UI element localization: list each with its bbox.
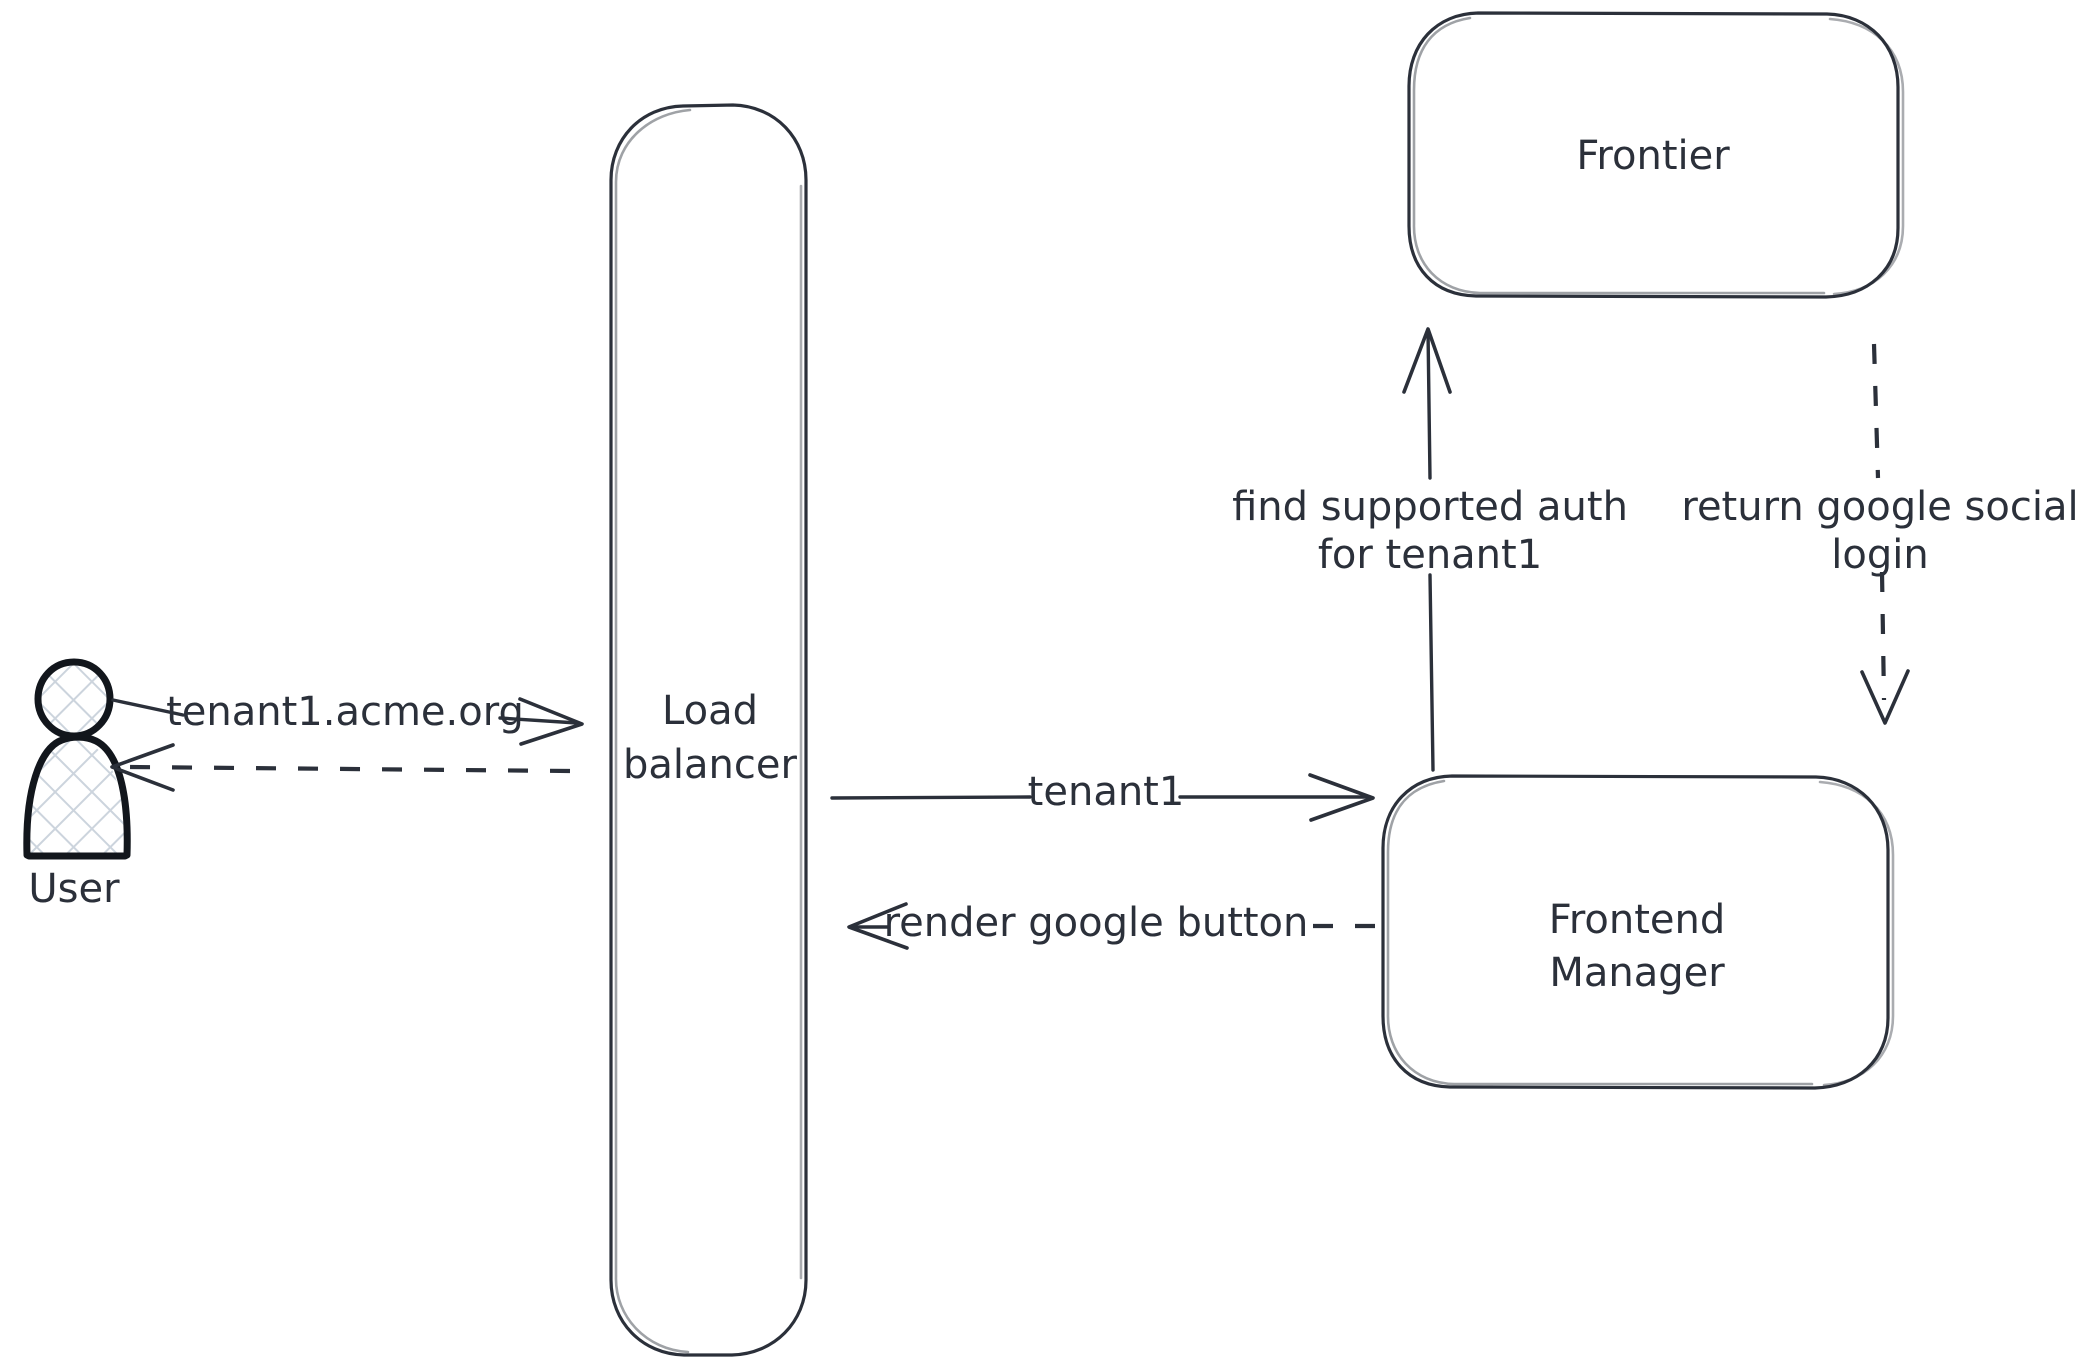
load-balancer-label-line2: balancer (623, 742, 797, 788)
edge-load-balancer-to-user (110, 743, 571, 792)
frontier-outline-sketch2 (1828, 17, 1905, 296)
edge1-line-right (498, 716, 579, 725)
edge5-arrowhead (1402, 327, 1452, 394)
edge-frontend-manager-to-load-balancer (847, 902, 1375, 950)
edge1-line-left (111, 698, 185, 717)
edge6-label-line1: return google social (1681, 484, 2078, 530)
load-balancer-node[interactable] (609, 103, 808, 1357)
edge3-line-left (830, 795, 1032, 800)
load-balancer-outline (609, 103, 808, 1357)
edge2-arrowhead (110, 743, 175, 792)
user-body-fill (26, 739, 127, 854)
edge-frontier-to-frontend-manager (1860, 343, 1910, 725)
frontend-manager-label-line1: Frontend (1549, 897, 1726, 943)
frontend-manager-outline (1381, 774, 1890, 1090)
edge3-arrowhead (1308, 773, 1375, 822)
frontier-outline (1407, 11, 1900, 299)
edge6-label-line2: login (1831, 532, 1928, 578)
frontend-manager-outline-sketch (1386, 779, 1814, 1086)
frontier-node[interactable] (1407, 11, 1905, 299)
edge1-label: tenant1.acme.org (166, 689, 524, 735)
user-body-outline (23, 733, 131, 860)
edge6-arrowhead (1860, 669, 1910, 725)
edge-load-balancer-to-frontend-manager (830, 773, 1375, 822)
frontend-manager-outline-sketch2 (1818, 780, 1895, 1087)
user-head-outline (34, 658, 114, 740)
frontend-manager-node[interactable] (1381, 774, 1895, 1090)
edge4-label: render google button (884, 900, 1309, 946)
edge5-label-line2: for tenant1 (1318, 532, 1542, 578)
user-actor (23, 658, 131, 860)
edge1-arrowhead (518, 697, 584, 746)
edge-frontend-manager-to-frontier (1402, 327, 1452, 772)
edge6-line-upper (1871, 343, 1881, 479)
edge5-line-upper (1426, 328, 1432, 480)
load-balancer-outline-sketch (614, 108, 692, 1354)
frontier-outline-sketch (1412, 16, 1826, 295)
edge5-label-line1: find supported auth (1232, 484, 1628, 530)
frontend-manager-label-line2: Manager (1549, 950, 1725, 996)
user-actor-label: User (28, 866, 120, 912)
edge4-arrowhead (847, 902, 909, 950)
edge6-line-lower (1879, 571, 1887, 701)
edge2-line (129, 764, 571, 774)
load-balancer-label-line1: Load (662, 688, 758, 734)
edge3-label: tenant1 (1028, 769, 1185, 815)
frontier-label-line1: Frontier (1576, 133, 1730, 179)
user-head-fill (38, 663, 110, 735)
edge-user-to-load-balancer (111, 697, 584, 746)
edge5-line-lower (1428, 573, 1435, 772)
